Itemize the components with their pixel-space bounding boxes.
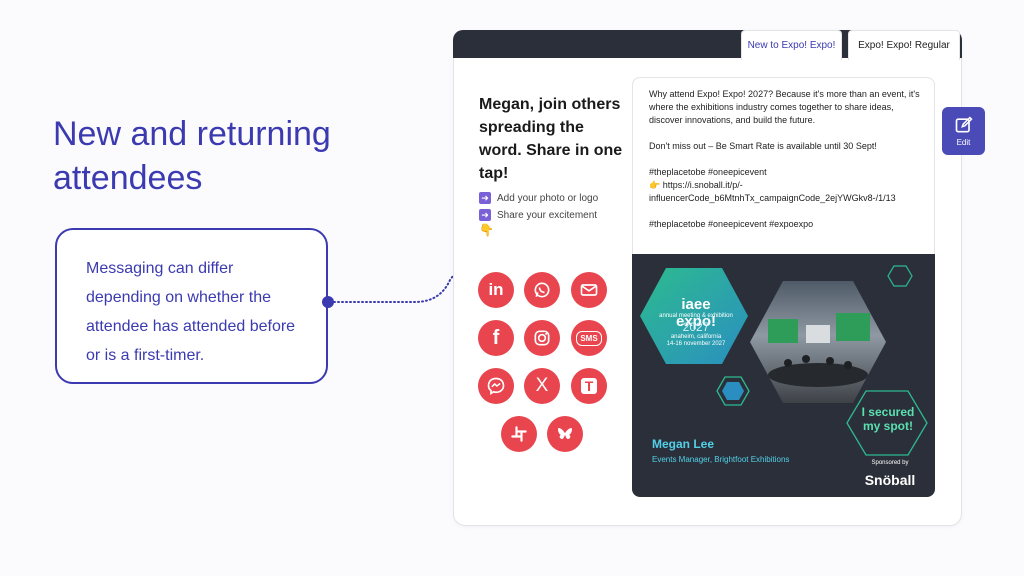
- callout-text: Messaging can differ depending on whethe…: [86, 260, 296, 364]
- bluesky-icon: [558, 427, 572, 440]
- share-prompt-headline: Megan, join others spreading the word. S…: [479, 96, 623, 182]
- linkedin-icon: in: [488, 280, 504, 299]
- share-sms-button[interactable]: SMS: [571, 320, 607, 356]
- share-teams-button[interactable]: T: [571, 368, 607, 404]
- expo-logo-year: 2027: [682, 320, 710, 334]
- connector-dot: [322, 296, 334, 308]
- event-logo-hexagon: [640, 268, 748, 364]
- share-x-button[interactable]: X: [524, 368, 560, 404]
- messenger-icon: [487, 377, 505, 396]
- share-facebook-button[interactable]: f: [478, 320, 514, 356]
- share-slack-button[interactable]: [501, 416, 537, 452]
- attendee-role: Events Manager, Brightfoot Exhibitions: [652, 455, 790, 464]
- facebook-icon: f: [492, 326, 500, 349]
- share-messenger-button[interactable]: [478, 368, 514, 404]
- post-paragraph: Why attend Expo! Expo! 2027? Because it'…: [649, 89, 920, 125]
- attendee-name: Megan Lee: [652, 437, 715, 451]
- sms-icon: SMS: [576, 330, 602, 346]
- pointing-down-emoji: 👇: [479, 223, 494, 237]
- share-email-button[interactable]: [571, 272, 607, 308]
- small-hexagon-decoration: [716, 376, 750, 406]
- share-bluesky-button[interactable]: [547, 416, 583, 452]
- post-paragraph: #theplacetobe #oneepicevent #expoexpo: [649, 219, 814, 229]
- whatsapp-icon: [534, 282, 550, 298]
- step-label: Share your excitement: [497, 209, 598, 221]
- step-label: Add your photo or logo: [497, 192, 599, 204]
- share-whatsapp-button[interactable]: [524, 272, 560, 308]
- instagram-icon: [534, 330, 550, 346]
- x-icon: X: [535, 375, 549, 396]
- hero-title: New and returning attendees: [53, 115, 331, 198]
- post-paragraph: #theplacetobe #oneepicevent 👉 https://i.…: [649, 167, 896, 203]
- post-text: Why attend Expo! Expo! 2027? Because it'…: [649, 88, 924, 244]
- tab-expo-regular[interactable]: Expo! Expo! Regular: [848, 30, 960, 60]
- tab-new-to-expo[interactable]: New to Expo! Expo!: [741, 30, 842, 60]
- arrow-right-icon: ➜: [479, 192, 491, 204]
- secured-badge-hexagon: [846, 390, 928, 456]
- outline-hexagon-decoration: [887, 265, 913, 287]
- mail-icon: [580, 284, 598, 296]
- edit-icon: [955, 116, 973, 133]
- edit-button[interactable]: Edit: [942, 107, 985, 155]
- step-add-photo: ➜ Add your photo or logo: [479, 192, 598, 204]
- teams-icon: T: [580, 378, 598, 394]
- expo-logo-subtitle: annual meeting & exhibition: [659, 313, 733, 319]
- secured-spot-badge: I secured my spot!: [861, 405, 915, 433]
- edit-label: Edit: [956, 138, 971, 147]
- share-instagram-button[interactable]: [524, 320, 560, 356]
- share-linkedin-button[interactable]: in: [478, 272, 514, 308]
- step-share-excitement: ➜ Share your excitement: [479, 209, 597, 221]
- arrow-right-icon: ➜: [479, 209, 491, 221]
- expo-logo-title: iaee expo!: [675, 296, 716, 330]
- slack-icon: [511, 426, 527, 442]
- sponsor-label: Sponsored by: [871, 460, 909, 466]
- expo-logo-location: anaheim, california 14-16 november 2027: [666, 334, 726, 347]
- sponsor-logo: Snöball: [864, 472, 916, 488]
- post-paragraph: Don't miss out – Be Smart Rate is availa…: [649, 141, 877, 151]
- event-photo: [750, 281, 886, 403]
- callout-box: Messaging can differ depending on whethe…: [55, 228, 328, 384]
